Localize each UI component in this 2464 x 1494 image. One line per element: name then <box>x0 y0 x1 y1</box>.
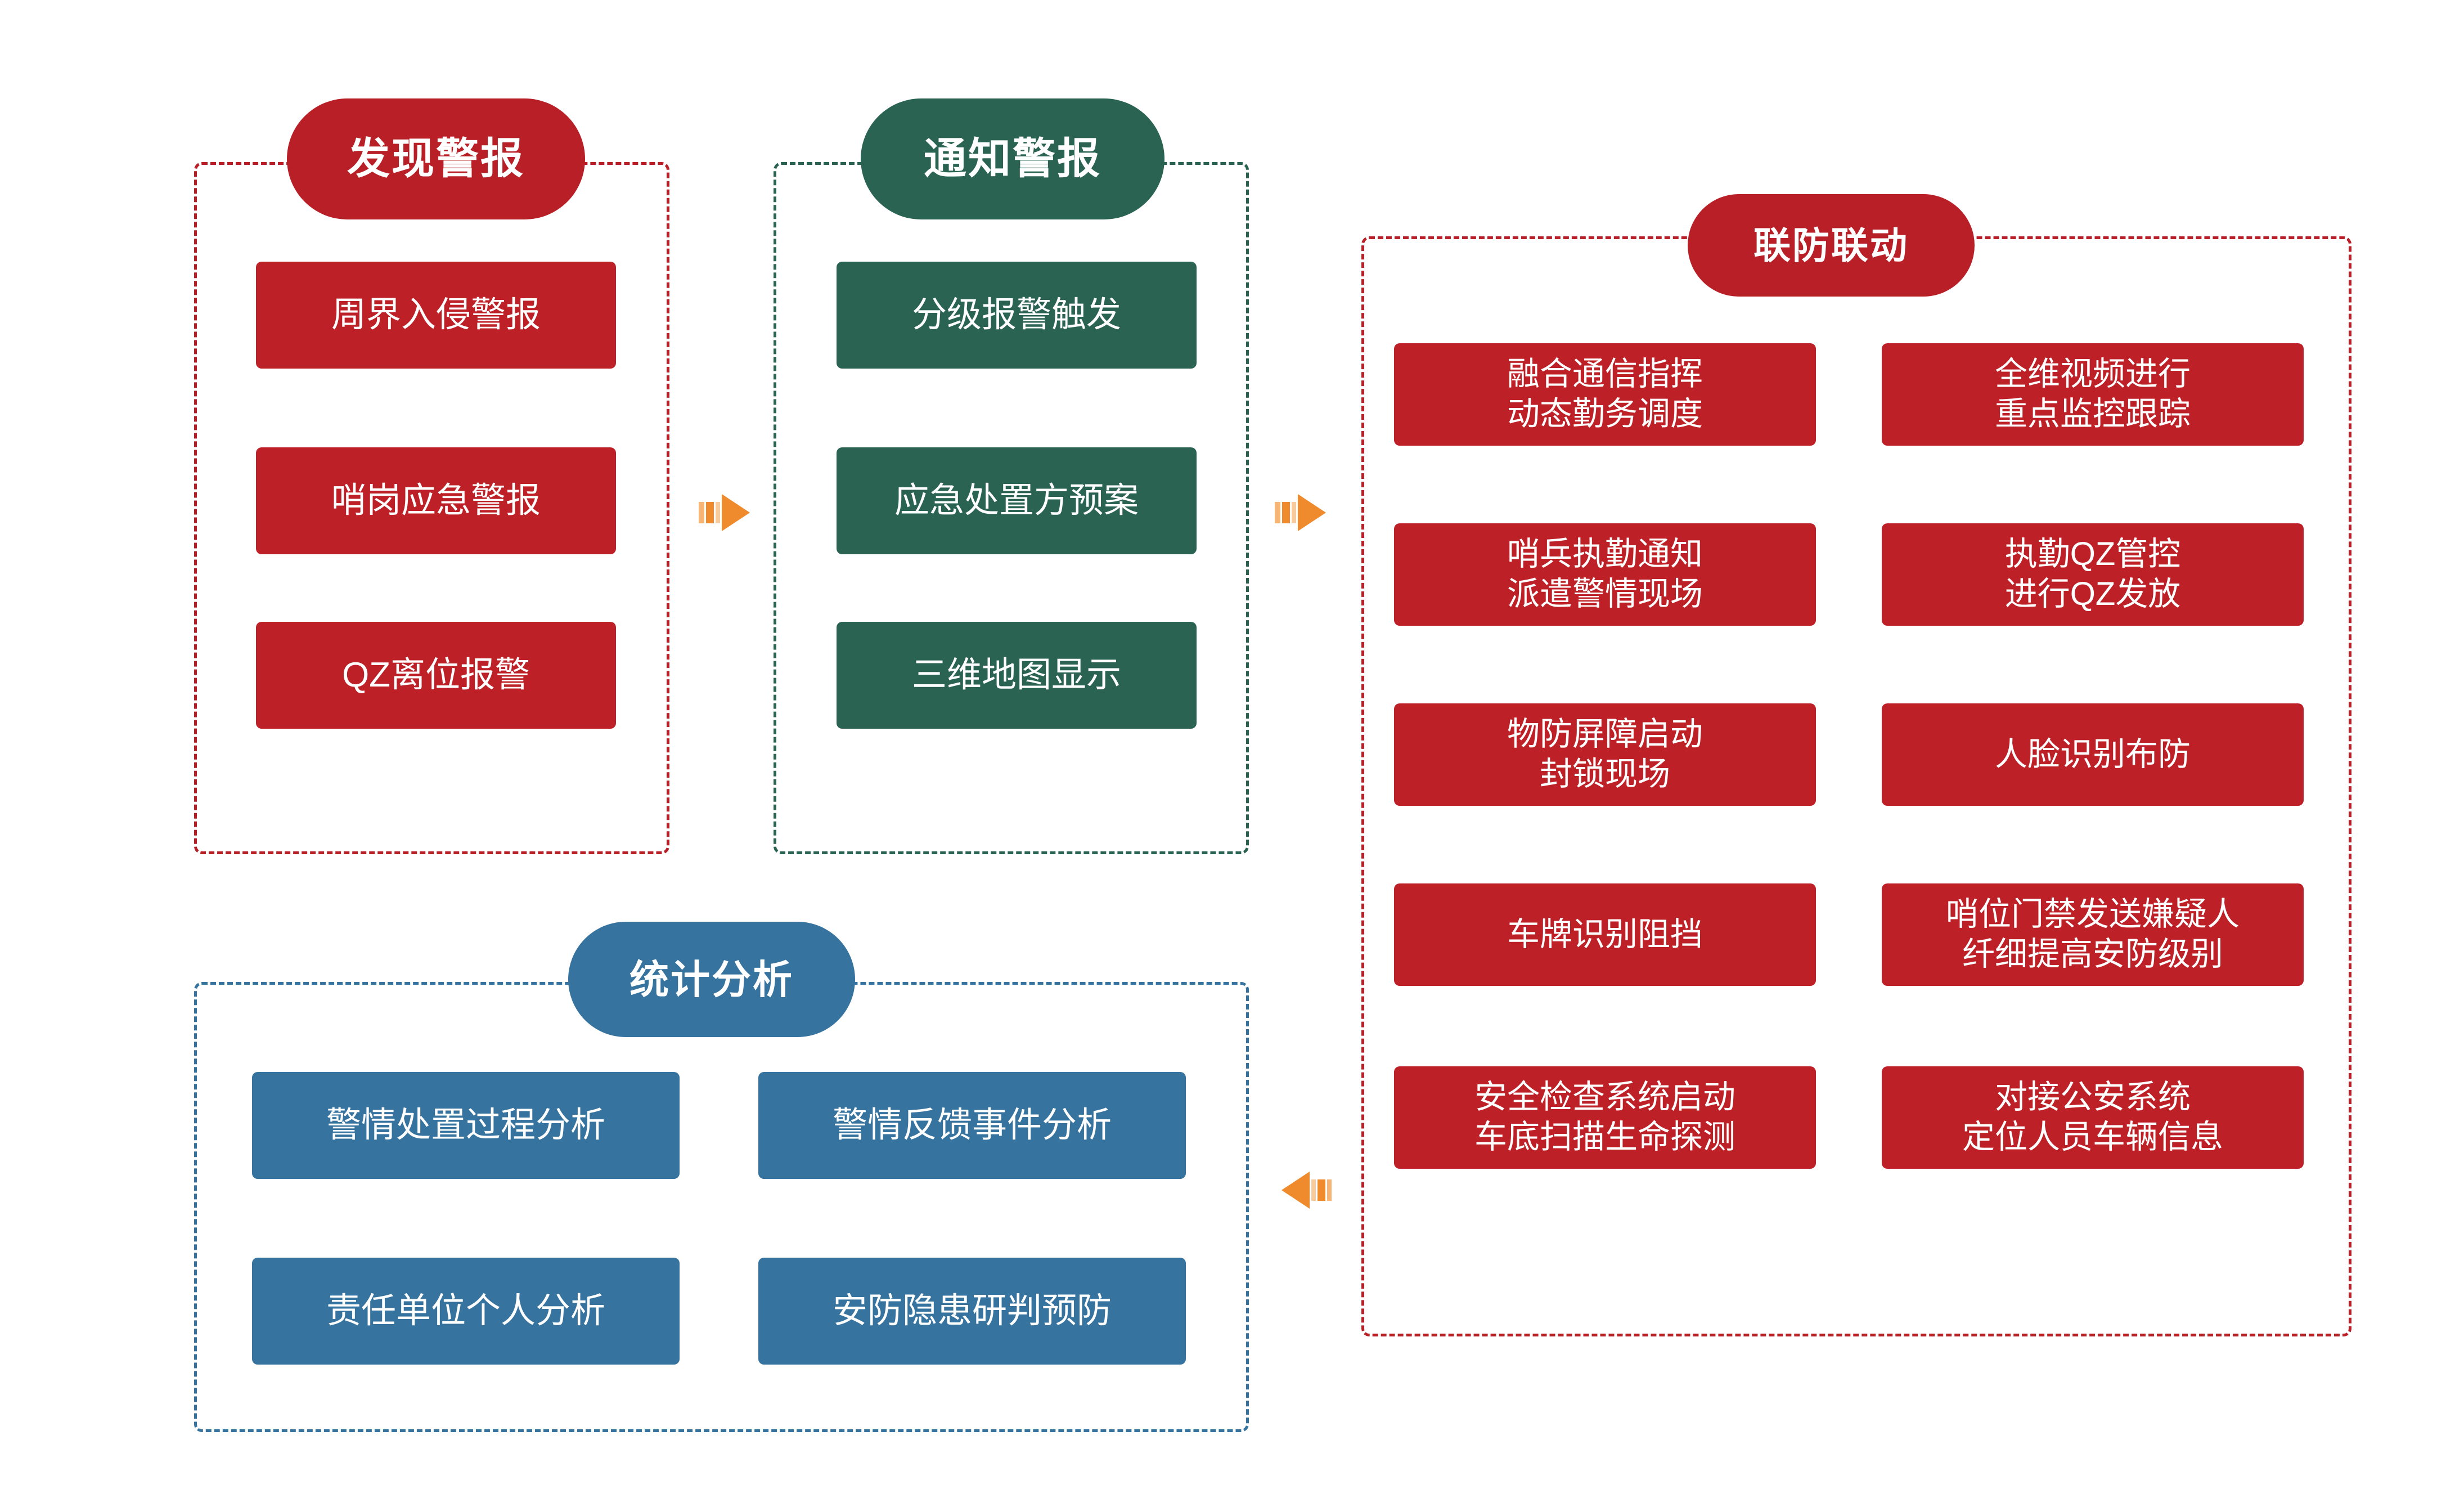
box-notify-item-3[interactable]: 三维地图显示 <box>837 622 1197 729</box>
panel-statistics-title: 统计分析 <box>568 922 855 1037</box>
arrow-notify-to-joint-icon <box>1275 494 1326 531</box>
box-joint-left-4[interactable]: 车牌识别阻挡 <box>1394 883 1816 986</box>
panel-notify-alarm-title-text: 通知警报 <box>924 134 1101 183</box>
box-joint-left-5[interactable]: 安全检查系统启动 车底扫描生命探测 <box>1394 1066 1816 1169</box>
panel-statistics-title-text: 统计分析 <box>630 957 794 1002</box>
box-statistics-item-2[interactable]: 警情反馈事件分析 <box>758 1072 1186 1179</box>
box-statistics-item-4[interactable]: 安防隐患研判预防 <box>758 1258 1186 1365</box>
box-notify-item-1[interactable]: 分级报警触发 <box>837 262 1197 369</box>
box-joint-left-1[interactable]: 融合通信指挥 动态勤务调度 <box>1394 343 1816 446</box>
box-statistics-item-3[interactable]: 责任单位个人分析 <box>252 1258 680 1365</box>
panel-notify-alarm-title: 通知警报 <box>861 98 1164 219</box>
box-joint-right-4[interactable]: 哨位门禁发送嫌疑人 纤细提高安防级别 <box>1882 883 2304 986</box>
box-statistics-item-1[interactable]: 警情处置过程分析 <box>252 1072 680 1179</box>
arrow-discover-to-notify-icon <box>699 494 750 531</box>
box-joint-right-5[interactable]: 对接公安系统 定位人员车辆信息 <box>1882 1066 2304 1169</box>
box-joint-right-3[interactable]: 人脸识别布防 <box>1882 703 2304 806</box>
panel-joint-defense-title: 联防联动 <box>1688 194 1975 297</box>
box-discover-item-3[interactable]: QZ离位报警 <box>256 622 616 729</box>
panel-joint-defense-title-text: 联防联动 <box>1753 225 1909 266</box>
panel-statistics <box>194 982 1249 1432</box>
box-joint-right-2[interactable]: 执勤QZ管控 进行QZ发放 <box>1882 523 2304 626</box>
box-discover-item-1[interactable]: 周界入侵警报 <box>256 262 616 369</box>
box-notify-item-2[interactable]: 应急处置方预案 <box>837 447 1197 554</box>
box-joint-right-1[interactable]: 全维视频进行 重点监控跟踪 <box>1882 343 2304 446</box>
box-joint-left-3[interactable]: 物防屏障启动 封锁现场 <box>1394 703 1816 806</box>
arrow-joint-to-statistics-icon <box>1282 1172 1332 1209</box>
box-joint-left-2[interactable]: 哨兵执勤通知 派遣警情现场 <box>1394 523 1816 626</box>
box-discover-item-2[interactable]: 哨岗应急警报 <box>256 447 616 554</box>
panel-discover-alarm-title-text: 发现警报 <box>347 134 525 183</box>
panel-discover-alarm-title: 发现警报 <box>287 98 585 219</box>
